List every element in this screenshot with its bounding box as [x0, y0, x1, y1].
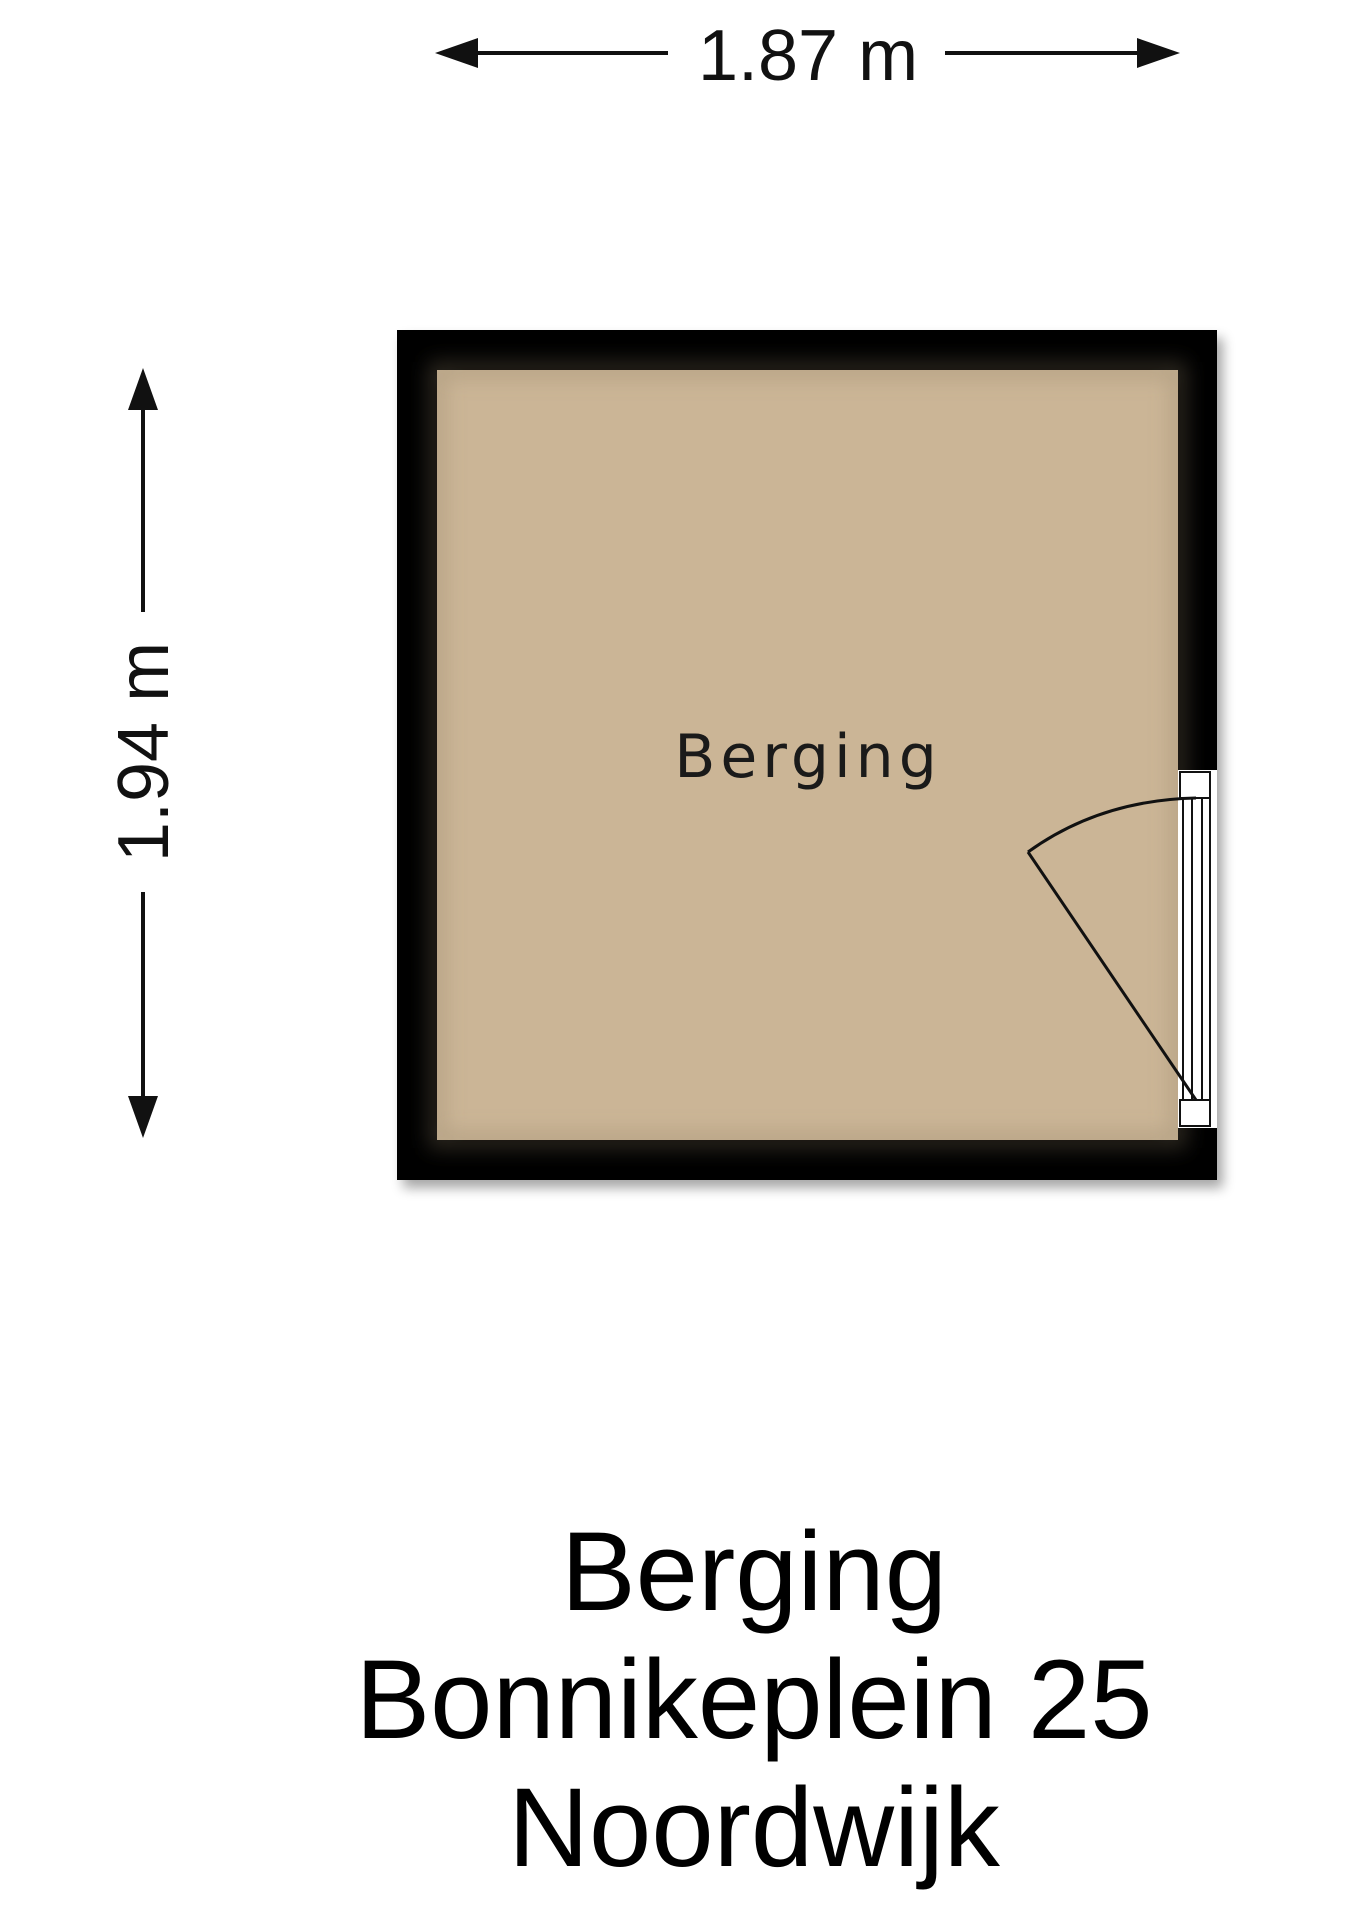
room-floor [437, 370, 1178, 1140]
door-swing-arc [1027, 796, 1197, 854]
height-arrow-down-icon [128, 1096, 158, 1138]
door-leaf [1026, 851, 1198, 1101]
room-label: Berging [674, 722, 942, 792]
door-jamb-bottom [1179, 1099, 1211, 1127]
door-jamb-top [1179, 771, 1211, 799]
width-dimension: 1.87 m [435, 16, 1180, 96]
door [1026, 770, 1217, 1128]
caption-address: Bonnikeplein 25 [355, 1637, 1153, 1762]
caption-room-name: Berging [560, 1509, 948, 1634]
height-arrow-up-icon [128, 368, 158, 410]
width-dimension-label: 1.87 m [698, 16, 918, 96]
width-arrow-left-icon [435, 38, 478, 68]
width-arrow-right-icon [1137, 38, 1180, 68]
plan-caption: Berging Bonnikeplein 25 Noordwijk [0, 1508, 1358, 1892]
caption-city: Noordwijk [508, 1765, 1000, 1890]
height-dimension: 1.94 m [104, 368, 184, 1138]
floor-edge-shade [429, 362, 1186, 1148]
height-dimension-label: 1.94 m [104, 642, 184, 862]
